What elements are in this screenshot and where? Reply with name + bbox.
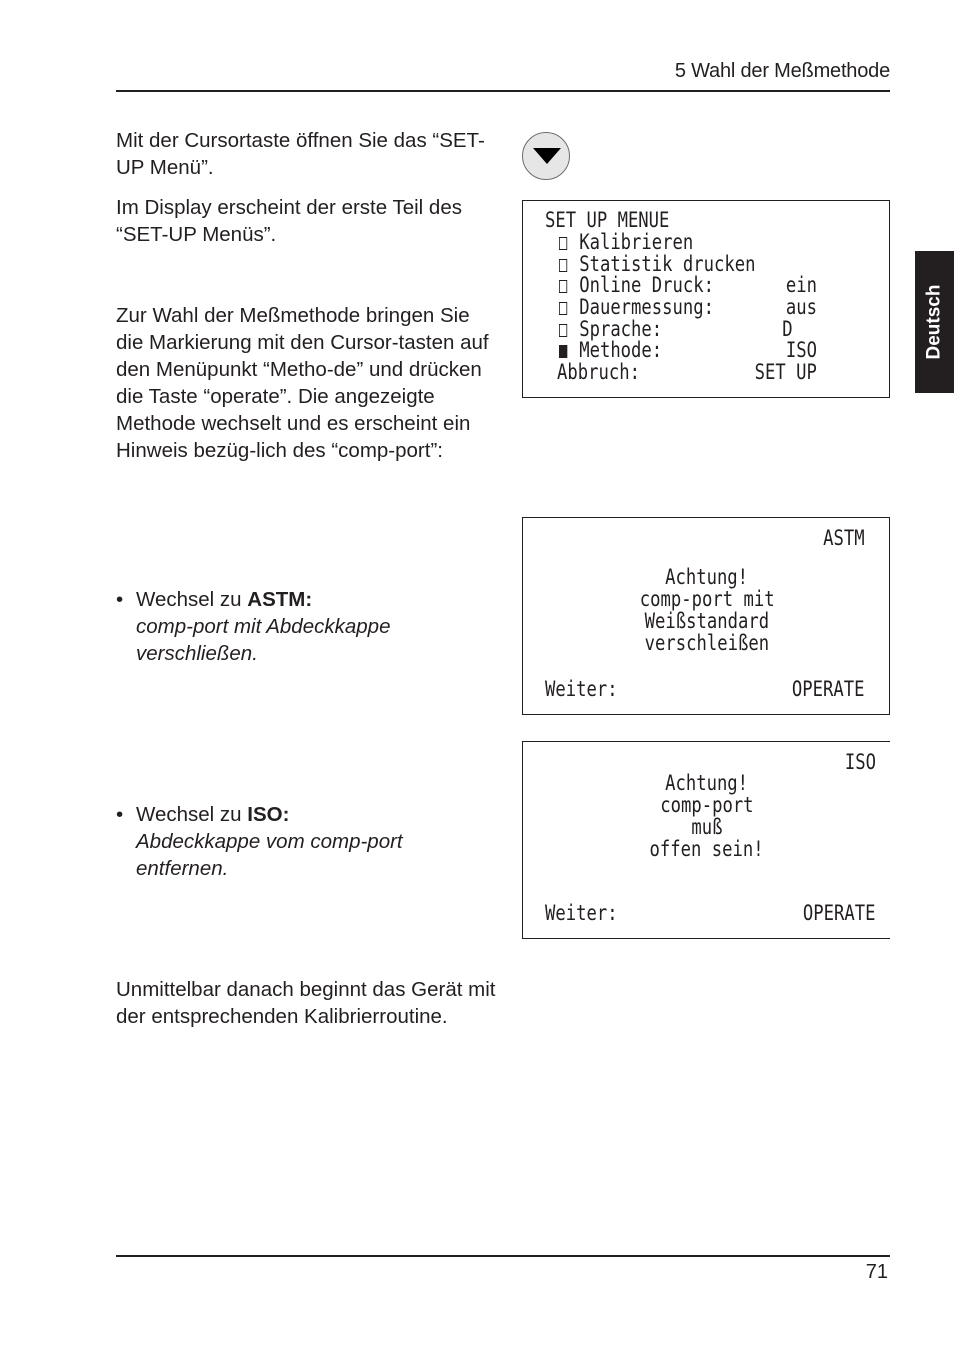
paragraph-open-menu: Mit der Cursortaste öffnen Sie das “SET-… [116,129,485,179]
setup-menu-display: SET UP MENUE Kalibrieren Statistik druck… [522,200,890,398]
iso-warning-display: ISO Achtung! comp-port muß offen sein! W… [522,741,890,939]
astm-footer-value: OPERATE [792,677,865,701]
paragraph-display-shows: Im Display erscheint der erste Teil des … [116,196,462,246]
bullet-iso: • Wechsel zu ISO: Abdeckkappe vom comp-p… [116,801,496,882]
checkbox-icon [559,280,568,293]
astm-mode-label: ASTM [823,526,865,550]
page-number: 71 [865,1261,888,1283]
astm-warning-display: ASTM Achtung! comp-port mit Weißstandard… [522,517,890,715]
bullet-astm: • Wechsel zu ASTM: comp-port mit Abdeckk… [116,586,496,667]
bullet-dot: • [116,803,124,826]
setup-value-methode: ISO [785,338,817,362]
triangle-down-icon [533,148,561,164]
astm-line-4: verschleißen [644,631,770,655]
iso-line-4: offen sein! [649,837,765,861]
bullet-dot: • [116,588,124,611]
checkbox-icon [559,302,568,315]
iso-line-2: comp-port [660,793,754,817]
bullet-astm-instruction: comp-port mit Abdeckkappe verschließen. [136,615,391,665]
setup-item-dauermessung: Dauermessung: [559,296,714,318]
astm-line-1: Achtung! [665,565,749,589]
bullet-astm-bold: ASTM: [247,588,313,611]
setup-title: SET UP MENUE [545,208,670,232]
setup-footer-value: SET UP [754,360,817,384]
language-tab: Deutsch [915,251,954,393]
bullet-iso-prefix: Wechsel zu [136,803,248,826]
setup-item-statistik: Statistik drucken [559,253,755,275]
bullet-iso-instruction: Abdeckkappe vom comp-port entfernen. [136,830,403,880]
setup-value-sprache: D [782,317,793,341]
iso-line-3: muß [691,815,723,839]
header-divider [116,90,890,92]
bullet-iso-bold: ISO: [247,803,290,826]
language-tab-label: Deutsch [923,284,945,360]
astm-footer-label: Weiter: [545,677,618,701]
iso-line-1: Achtung! [665,771,749,795]
section-header: 5 Wahl der Meßmethode [674,60,890,82]
astm-line-2: comp-port mit [639,587,775,611]
iso-footer-value: OPERATE [803,901,876,925]
iso-footer-label: Weiter: [545,901,618,925]
setup-footer-label: Abbruch: [557,360,640,384]
astm-line-3: Weißstandard [644,609,770,633]
setup-item-kalibrieren: Kalibrieren [559,231,693,253]
setup-item-methode: Methode: [559,339,662,361]
setup-value-dauermessung: aus [785,295,817,319]
checkbox-icon [559,324,568,337]
footer-divider [116,1255,890,1257]
paragraph-calibration: Unmittelbar danach beginnt das Gerät mit… [116,978,496,1028]
setup-value-online-druck: ein [785,273,817,297]
iso-mode-label: ISO [844,750,876,774]
bullet-astm-prefix: Wechsel zu [136,588,248,611]
cursor-down-key [522,132,570,180]
setup-item-online-druck: Online Druck: [559,274,714,296]
checkbox-icon [559,259,568,272]
setup-item-sprache: Sprache: [559,318,662,340]
paragraph-choose-method: Zur Wahl der Meßmethode bringen Sie die … [116,304,489,462]
selected-marker-icon [559,345,568,358]
checkbox-icon [559,237,568,250]
